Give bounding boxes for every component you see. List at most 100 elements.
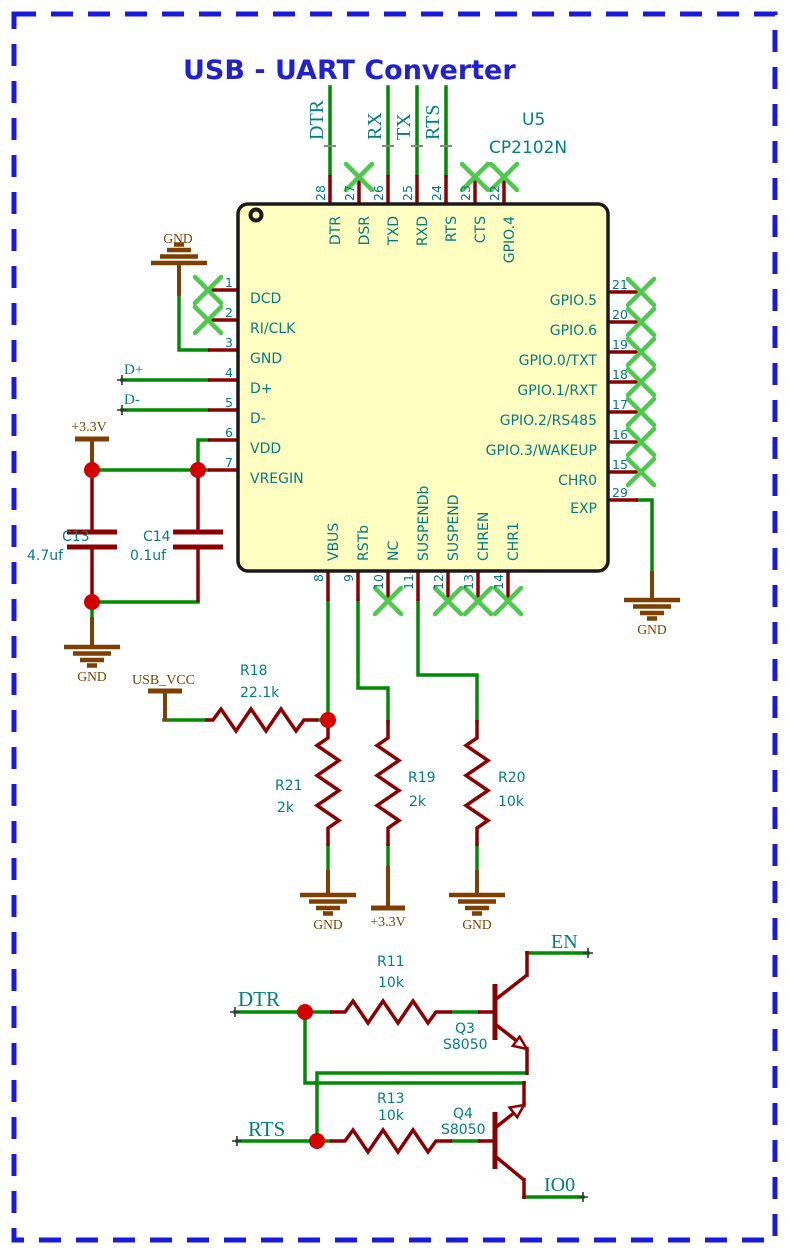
net-label-dtr-top: DTR bbox=[306, 99, 328, 140]
ref-r11: R11 bbox=[377, 954, 405, 970]
usb-vcc-label: USB_VCC bbox=[132, 673, 195, 688]
power-labels: GND +3.3V GND USB_VCC GND +3.3V GND GND bbox=[71, 231, 667, 932]
pin-number: 26 bbox=[371, 185, 386, 201]
pin-number: 19 bbox=[612, 337, 628, 352]
no-connect-icon bbox=[372, 585, 404, 617]
value-c13: 4.7uf bbox=[27, 548, 64, 564]
gnd-label: GND bbox=[462, 917, 491, 932]
v33-label: +3.3V bbox=[71, 420, 107, 435]
transistor-q3 bbox=[478, 951, 530, 1075]
pin-number: 15 bbox=[612, 457, 628, 472]
ic-top-pin-names: DTR DSR TXD RXD RTS CTS GPIO.4 bbox=[328, 216, 518, 264]
pin-name: DTR bbox=[328, 216, 344, 245]
pin-name: GPIO.6 bbox=[550, 323, 597, 339]
pin-number: 16 bbox=[612, 427, 628, 442]
no-connect-icon bbox=[488, 161, 520, 193]
ref-r21: R21 bbox=[275, 778, 303, 794]
resistor-r13 bbox=[330, 1126, 452, 1156]
pin-number: 25 bbox=[400, 185, 415, 201]
value-r19: 2k bbox=[409, 794, 427, 810]
power-symbols bbox=[64, 245, 680, 914]
capacitor-c14 bbox=[173, 529, 223, 550]
no-connect-markers bbox=[192, 161, 657, 617]
pin-name: GPIO.2/RS485 bbox=[500, 413, 597, 429]
junction-dot bbox=[84, 594, 100, 610]
pin1-marker-icon bbox=[248, 207, 264, 223]
gnd-label: GND bbox=[163, 231, 192, 246]
pin-name: GPIO.1/RXT bbox=[517, 383, 597, 399]
component-labels: C13 4.7uf C14 0.1uf R18 22.1k R21 2k R19… bbox=[27, 529, 526, 1138]
ic-top-pin-numbers: 28 27 26 25 24 23 22 bbox=[313, 185, 502, 201]
gnd-label: GND bbox=[637, 622, 666, 637]
pin-name: SUSPEND bbox=[446, 494, 462, 561]
ref-q4: Q4 bbox=[453, 1106, 473, 1122]
pin-number: 14 bbox=[491, 574, 506, 590]
ic-right-pins: 21 20 19 18 17 16 15 29 GPIO.5 GPIO.6 GP… bbox=[486, 277, 628, 517]
junction-dot bbox=[84, 462, 100, 478]
pin-number: 7 bbox=[225, 455, 233, 470]
no-connect-icon bbox=[625, 426, 657, 458]
pin-name: NC bbox=[386, 541, 402, 561]
pin-number: 20 bbox=[612, 307, 628, 322]
pin-name: GPIO.4 bbox=[502, 216, 518, 263]
capacitor-c13 bbox=[67, 529, 117, 550]
pin-number: 27 bbox=[342, 185, 357, 201]
value-r11: 10k bbox=[378, 975, 405, 991]
pin-name: DSR bbox=[357, 216, 373, 246]
pin-number: 24 bbox=[429, 185, 444, 201]
pin-number: 22 bbox=[487, 185, 502, 201]
value-r20: 10k bbox=[498, 794, 525, 810]
no-connect-icon bbox=[492, 585, 524, 617]
net-label-rts: RTS bbox=[248, 1117, 285, 1141]
value-q4: S8050 bbox=[441, 1122, 486, 1138]
no-connect-icon bbox=[432, 585, 464, 617]
pin-name: DCD bbox=[250, 291, 281, 307]
pin-number: 12 bbox=[431, 574, 446, 590]
npn-emitter-arrow-icon bbox=[507, 1103, 527, 1120]
no-connect-icon bbox=[343, 161, 375, 193]
ic-bottom-pin-numbers: 8 9 10 11 12 13 14 bbox=[311, 574, 506, 590]
net-label-io0: IO0 bbox=[544, 1174, 575, 1196]
pin-number: 13 bbox=[461, 574, 476, 590]
gnd-symbol bbox=[624, 600, 680, 619]
no-connect-icon bbox=[192, 274, 224, 306]
pin-name: RTS bbox=[444, 216, 460, 242]
gnd-symbol bbox=[449, 895, 505, 914]
transistor-q4 bbox=[478, 1081, 527, 1199]
net-label-en: EN bbox=[551, 931, 578, 953]
ref-c13: C13 bbox=[62, 529, 90, 545]
no-connect-icon bbox=[625, 306, 657, 338]
pin-number: 3 bbox=[225, 335, 233, 350]
pin-number: 18 bbox=[612, 367, 628, 382]
pin-number: 17 bbox=[612, 397, 628, 412]
net-label-tx: TX bbox=[393, 113, 415, 140]
ref-r20: R20 bbox=[498, 770, 526, 786]
ref-r18: R18 bbox=[240, 663, 268, 679]
no-connect-icon bbox=[625, 366, 657, 398]
value-r13: 10k bbox=[378, 1108, 405, 1124]
pin-name: RI/CLK bbox=[250, 321, 296, 337]
ic-ref: U5 bbox=[522, 110, 545, 130]
no-connect-icon bbox=[462, 585, 494, 617]
pin-name: VDD bbox=[250, 441, 281, 457]
pin-number: 29 bbox=[612, 485, 628, 500]
junction-dot bbox=[320, 712, 336, 728]
page-border bbox=[11, 11, 778, 1243]
pin-number: 2 bbox=[225, 305, 233, 320]
no-connect-icon bbox=[192, 304, 224, 336]
wire-end-markers bbox=[117, 375, 593, 1202]
pin-name: CHREN bbox=[476, 512, 492, 561]
junction-dot bbox=[309, 1133, 325, 1149]
no-connect-icon bbox=[625, 456, 657, 488]
value-r21: 2k bbox=[277, 800, 295, 816]
ic-left-pins: 1 2 3 4 5 6 7 DCD RI/CLK GND D+ D- VDD V… bbox=[225, 275, 304, 487]
pin-name: TXD bbox=[386, 216, 402, 246]
pin-number: 10 bbox=[371, 574, 386, 590]
net-label-rts-top: RTS bbox=[422, 105, 444, 140]
pin-number: 9 bbox=[341, 574, 356, 582]
v33-label: +3.3V bbox=[370, 915, 406, 930]
value-c14: 0.1uf bbox=[130, 548, 167, 564]
junction-dots bbox=[84, 462, 336, 1149]
no-connect-icon bbox=[459, 161, 491, 193]
value-r18: 22.1k bbox=[240, 685, 280, 701]
